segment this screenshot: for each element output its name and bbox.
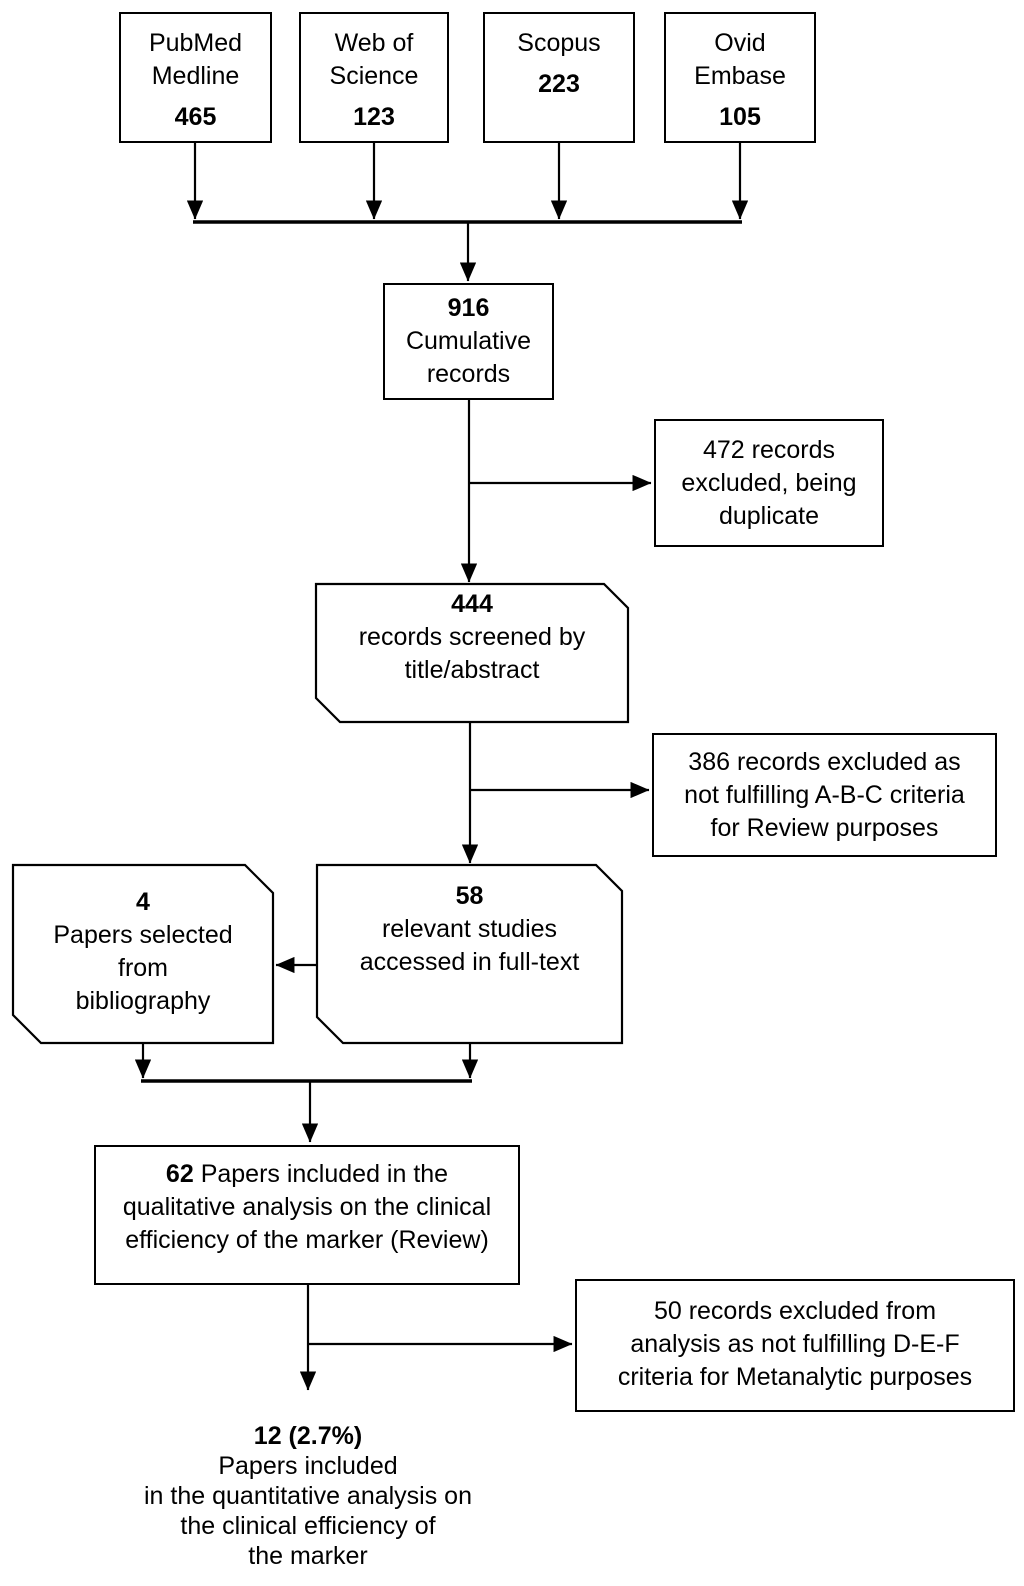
node-count: 444 xyxy=(451,590,493,618)
source-label: Embase xyxy=(694,62,786,90)
source-count: 123 xyxy=(353,103,395,131)
exclusion-text: criteria for Metanalytic purposes xyxy=(617,1363,973,1391)
exclusion-text: duplicate xyxy=(718,502,820,530)
notched-box-fulltext-studies xyxy=(315,863,624,1045)
box-pubmed-medline: PubMed Medline 465 xyxy=(119,12,272,143)
source-count: 223 xyxy=(538,70,580,98)
source-label: Scopus xyxy=(517,29,601,57)
node-count: 916 xyxy=(447,294,490,322)
source-label: Ovid xyxy=(714,29,766,57)
node-count: 58 xyxy=(455,882,484,910)
node-label: Papers selected xyxy=(53,921,233,949)
exclusion-text: not fulfilling A-B-C criteria xyxy=(684,781,965,809)
source-label: PubMed xyxy=(148,29,243,57)
notched-box-shapes xyxy=(11,582,630,1045)
source-label: Medline xyxy=(151,62,240,90)
node-count: 4 xyxy=(136,888,150,916)
exclusion-text: for Review purposes xyxy=(710,814,939,842)
source-count: 105 xyxy=(719,103,761,131)
box-scopus: Scopus 223 xyxy=(483,12,635,143)
node-label: title/abstract xyxy=(404,656,540,684)
box-excluded-abc-criteria: 386 records excluded as not fulfilling A… xyxy=(652,733,997,857)
box-records-screened: 444 records screened by title/abstract xyxy=(316,584,628,722)
text-quantitative-analysis: 12 (2.7%) Papers included in the quantit… xyxy=(88,1421,528,1571)
arrow-connectors xyxy=(134,143,749,1391)
node-label: from xyxy=(118,954,168,982)
notched-box-papers-bibliography xyxy=(11,863,275,1045)
quantitative-result-line: the marker xyxy=(248,1542,368,1570)
source-count: 465 xyxy=(174,103,217,131)
node-label: bibliography xyxy=(75,987,211,1015)
box-excluded-duplicates: 472 records excluded, being duplicate xyxy=(654,419,884,547)
box-excluded-def-criteria: 50 records excluded from analysis as not… xyxy=(575,1279,1015,1412)
node-label: records xyxy=(426,360,511,388)
quantitative-result-line: Papers included xyxy=(218,1452,398,1480)
node-label: qualitative analysis on the clinical xyxy=(122,1193,492,1221)
node-label: 62 Papers included in the xyxy=(96,1158,518,1191)
node-label: Cumulative xyxy=(405,327,532,355)
exclusion-text: 50 records excluded from xyxy=(653,1297,937,1325)
notched-box-records-screened xyxy=(314,582,630,724)
box-cumulative-records: 916 Cumulative records xyxy=(383,283,554,400)
node-label: accessed in full-text xyxy=(359,948,580,976)
quantitative-result-line: in the quantitative analysis on xyxy=(144,1482,472,1510)
box-papers-from-bibliography: 4 Papers selected from bibliography xyxy=(13,865,273,1043)
node-label-text: Papers included in the xyxy=(200,1160,449,1188)
box-qualitative-analysis: 62 Papers included in the qualitative an… xyxy=(94,1145,520,1285)
source-label: Science xyxy=(329,62,419,90)
box-web-of-science: Web of Science 123 xyxy=(299,12,449,143)
source-label: Web of xyxy=(334,29,414,57)
box-fulltext-studies: 58 relevant studies accessed in full-tex… xyxy=(317,865,622,1043)
node-count: 62 xyxy=(165,1160,194,1188)
exclusion-text: analysis as not fulfilling D-E-F xyxy=(630,1330,960,1358)
node-label: records screened by xyxy=(358,623,586,651)
quantitative-result-line: the clinical efficiency of xyxy=(180,1512,436,1540)
exclusion-text: 472 records xyxy=(702,436,836,464)
node-label: efficiency of the marker (Review) xyxy=(125,1226,489,1254)
exclusion-text: 386 records excluded as xyxy=(688,748,961,776)
quantitative-count: 12 (2.7%) xyxy=(253,1422,363,1450)
exclusion-text: excluded, being xyxy=(681,469,857,497)
node-label: relevant studies xyxy=(381,915,558,943)
box-ovid-embase: Ovid Embase 105 xyxy=(664,12,816,143)
